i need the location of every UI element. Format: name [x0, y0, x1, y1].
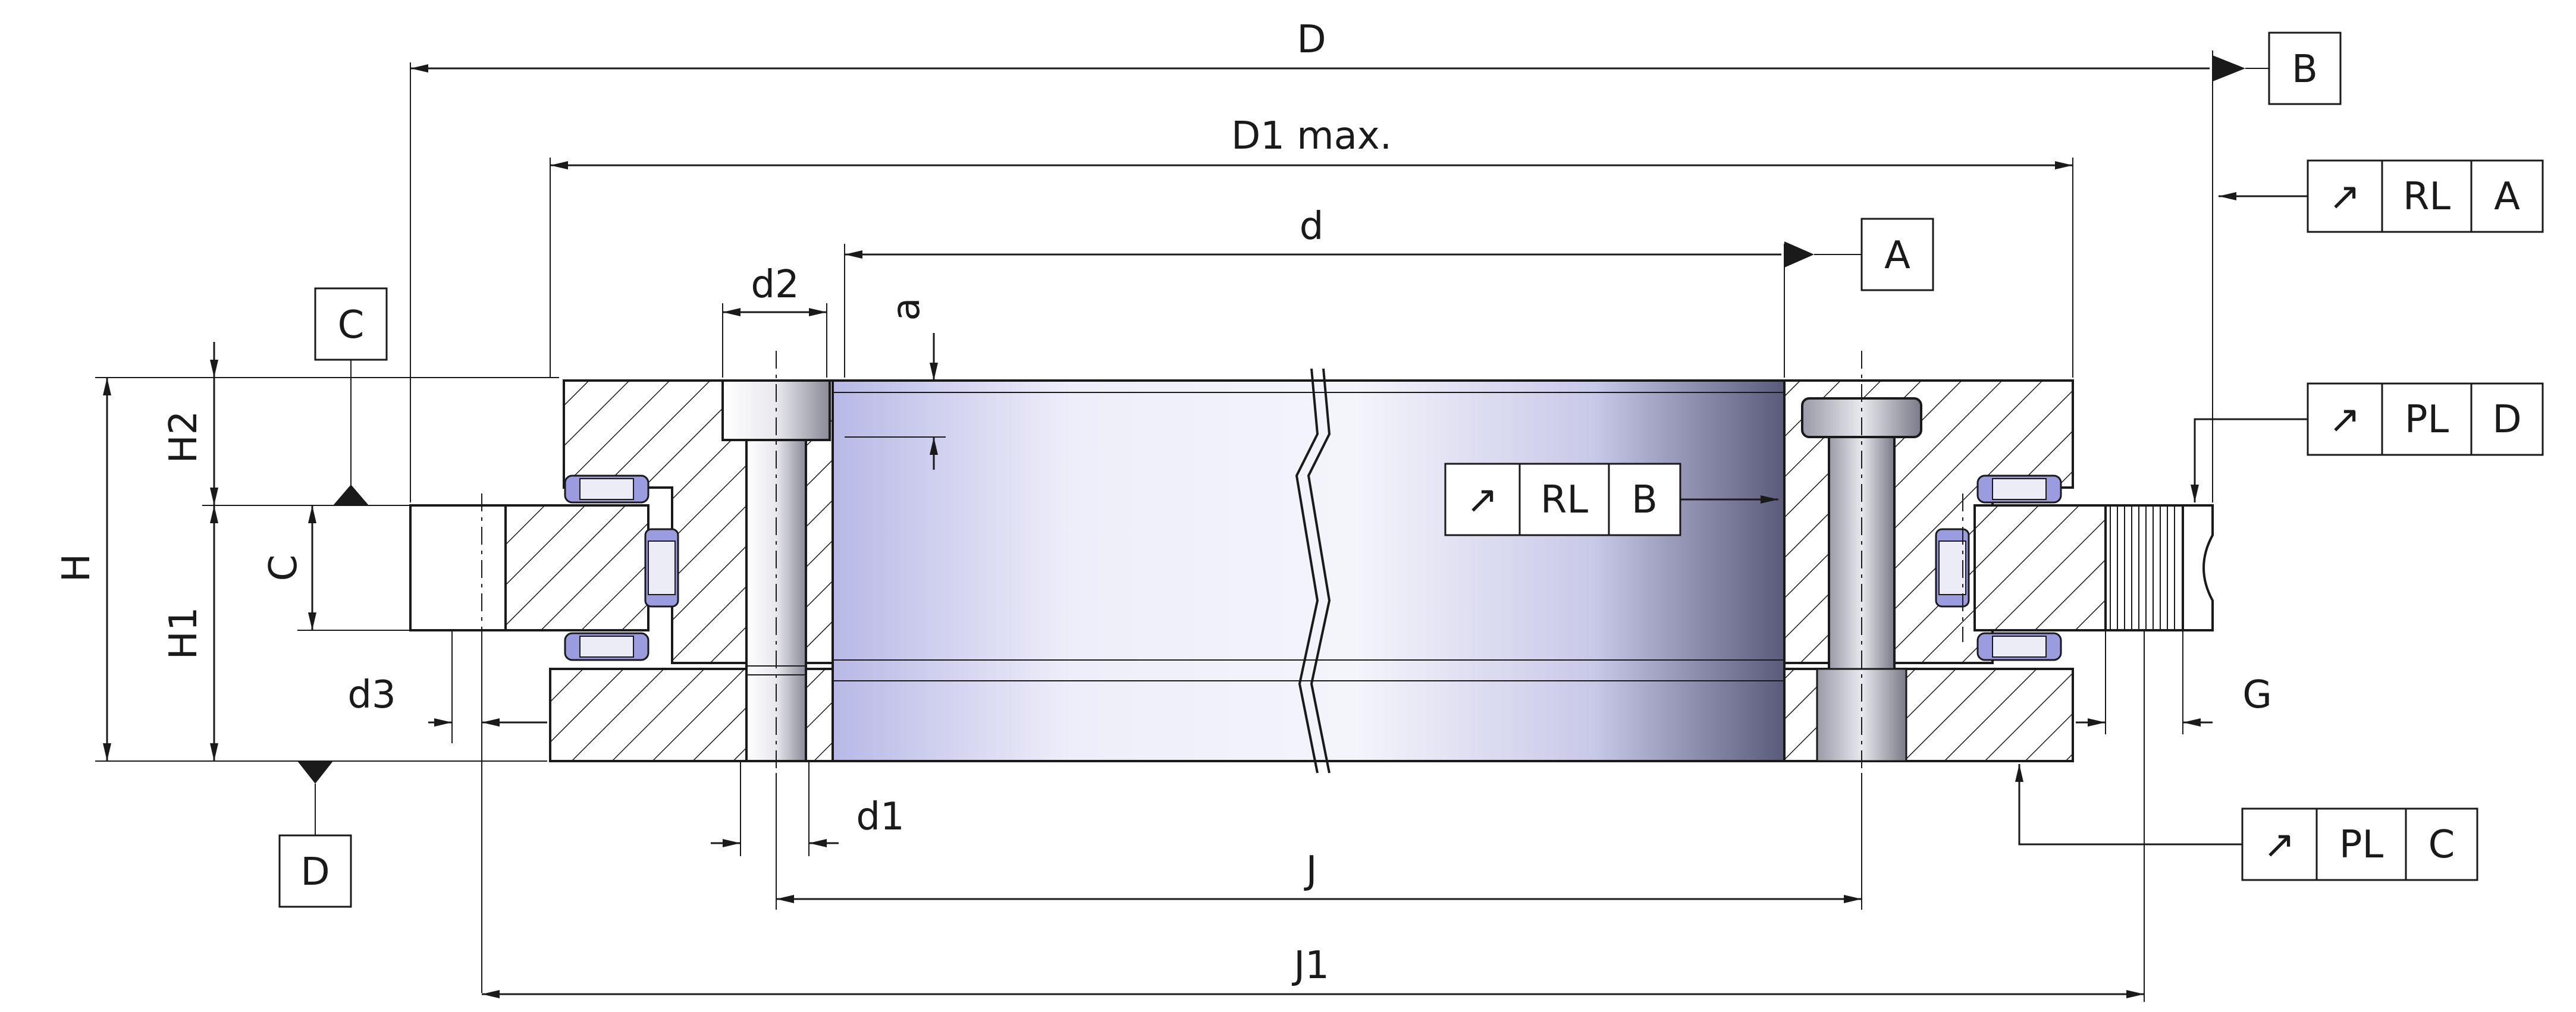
dim-label-G: G	[2242, 673, 2272, 717]
dim-label-d3: d3	[347, 673, 396, 717]
dim-label-H2: H2	[162, 411, 206, 464]
dim-label-d1: d1	[856, 795, 904, 839]
inner-ring-right-section	[1973, 504, 2107, 631]
svg-text:RL: RL	[1540, 478, 1588, 522]
svg-text:B: B	[2292, 48, 2318, 92]
datum-box-C: C	[314, 287, 388, 361]
svg-text:↗: ↗	[2329, 175, 2361, 219]
svg-text:↗: ↗	[2329, 398, 2361, 442]
dimension-labels: D D1 max. d d2 a H H2 H1 C d3 d1 J J1 G	[55, 18, 2272, 988]
roller-upper-right	[1976, 474, 2062, 504]
dim-label-H1: H1	[162, 607, 206, 660]
inner-ring-left-section	[504, 504, 650, 631]
svg-text:D: D	[300, 850, 330, 894]
datum-boxes: B A C D	[278, 32, 2342, 908]
tolerance-frame-rl-b: ↗ RL B	[1444, 463, 1681, 536]
dim-label-J1: J1	[1291, 944, 1329, 988]
roller-upper-left	[564, 474, 650, 504]
dim-label-D: D	[1297, 18, 1326, 62]
svg-text:D: D	[2492, 398, 2521, 442]
datum-c-triangle	[333, 485, 369, 505]
break-line	[1295, 368, 1319, 774]
roller-radial-right	[1935, 528, 1970, 608]
roller-radial-left	[644, 528, 679, 608]
dimension-lines	[95, 51, 2308, 1002]
tolerance-frame-pl-c: ↗ PL C	[2241, 807, 2478, 881]
svg-text:A: A	[1884, 234, 1910, 278]
svg-text:A: A	[2494, 175, 2520, 219]
datum-box-D: D	[278, 834, 352, 908]
dim-label-d: d	[1300, 205, 1324, 249]
tolerance-frame-rl-a: ↗ RL A	[2307, 159, 2544, 233]
bore-surface	[832, 379, 1786, 762]
datum-box-A: A	[1860, 218, 1934, 291]
dim-label-D1: D1 max.	[1231, 114, 1392, 158]
svg-text:RL: RL	[2403, 175, 2451, 219]
tolerance-frames: ↗ RL A ↗ PL D ↗ RL B ↗ PL C	[1444, 159, 2544, 881]
dim-label-J: J	[1304, 848, 1317, 892]
svg-text:B: B	[1631, 478, 1658, 522]
svg-text:PL: PL	[2405, 398, 2449, 442]
dim-label-H: H	[55, 554, 99, 582]
dim-label-a: a	[884, 297, 928, 320]
svg-text:↗: ↗	[1466, 478, 1498, 522]
svg-text:C: C	[338, 303, 365, 347]
bearing-section	[409, 351, 2214, 774]
roller-lower-left	[564, 632, 650, 661]
roller-lower-right	[1976, 632, 2062, 661]
svg-text:↗: ↗	[2263, 823, 2295, 867]
inner-ring-left-bore	[409, 504, 507, 631]
svg-text:PL: PL	[2339, 823, 2384, 867]
tolerance-frame-pl-d: ↗ PL D	[2307, 382, 2544, 456]
svg-text:C: C	[2428, 823, 2455, 867]
dim-label-C: C	[262, 555, 306, 582]
datum-box-B: B	[2268, 32, 2342, 105]
datum-d-triangle	[297, 761, 333, 784]
dim-label-d2: d2	[751, 263, 799, 307]
